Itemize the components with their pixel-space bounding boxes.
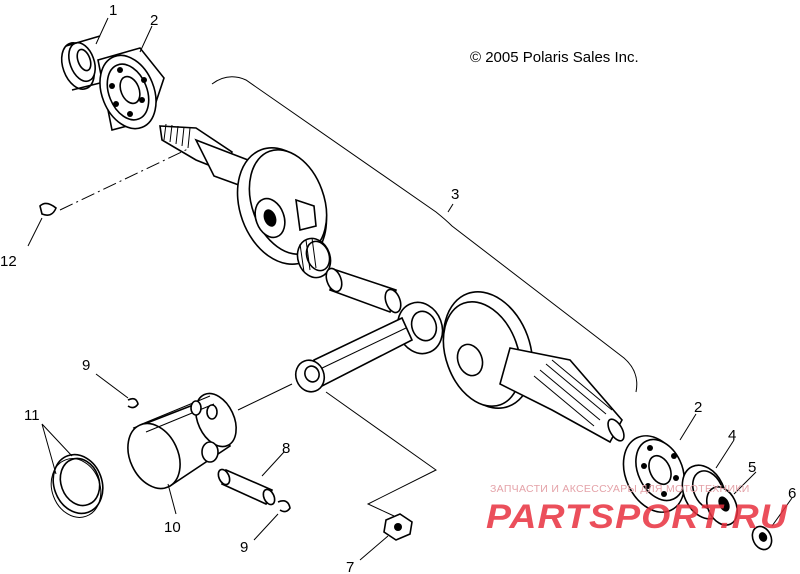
piston-part-10 (127, 392, 237, 490)
rod-nut-alignment-line (325, 391, 437, 517)
callout-5: 5 (748, 459, 756, 476)
leader-1 (95, 17, 109, 45)
leader-12 (27, 217, 43, 247)
watermark-logo: PARTSPORT.RU (486, 498, 788, 536)
callout-6: 6 (788, 485, 796, 502)
key-alignment-line (59, 147, 191, 211)
piston-rings-part-11 (50, 453, 104, 518)
callout-9-top: 9 (82, 357, 90, 374)
callout-9-bottom: 9 (240, 539, 248, 556)
seal-part-1 (60, 35, 105, 91)
circlip-part-9-top (127, 397, 139, 409)
callout-11: 11 (24, 407, 40, 424)
connecting-rod (294, 301, 444, 393)
leader-2-top (139, 25, 153, 53)
crankshaft-part-3 (159, 123, 625, 444)
leader-3 (447, 203, 454, 213)
callout-3: 3 (451, 186, 459, 203)
bearing-part-2-right (622, 435, 686, 513)
circlip-part-9-bottom (277, 500, 291, 513)
callout-4: 4 (728, 427, 736, 444)
callout-7: 7 (346, 559, 354, 574)
collar-part-5 (705, 486, 739, 526)
leader-2-right (679, 413, 697, 441)
callout-2-top: 2 (150, 12, 158, 29)
callout-10: 10 (164, 519, 181, 536)
callout-8: 8 (282, 440, 290, 457)
leader-6 (771, 497, 793, 527)
assembly-bracket-3 (211, 76, 638, 393)
callout-2-right: 2 (694, 399, 702, 416)
bearing-part-2-top (97, 47, 165, 131)
leader-7 (359, 535, 389, 561)
piston-rod-alignment-line (237, 383, 293, 411)
leader-10 (167, 483, 177, 515)
callout-1: 1 (109, 2, 117, 19)
copyright-text: © 2005 Polaris Sales Inc. (470, 49, 639, 66)
leader-9-bottom (253, 513, 279, 541)
woodruff-key-part-12 (39, 202, 57, 216)
leader-8 (261, 451, 285, 477)
leader-11 (41, 423, 73, 475)
watermark-tagline: ЗАПЧАСТИ И АКСЕССУАРЫ ДЛЯ МОТОТЕХНИКИ (490, 483, 750, 495)
leader-9-top (95, 373, 129, 399)
wrist-pin-part-8 (217, 468, 276, 506)
washer-part-6 (751, 525, 773, 551)
callout-12: 12 (0, 253, 17, 270)
leader-5 (733, 471, 757, 495)
leader-4 (715, 439, 735, 469)
nut-part-7 (383, 513, 413, 541)
